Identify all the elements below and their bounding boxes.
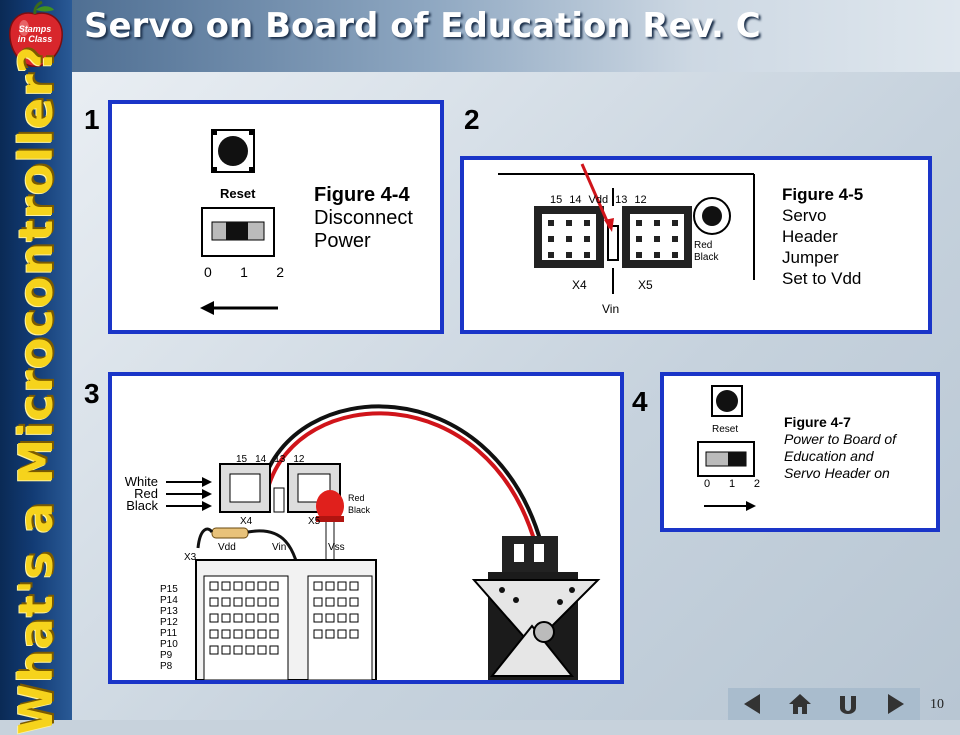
x4-label: X4 bbox=[240, 516, 253, 527]
servo-header-diagram bbox=[498, 163, 755, 294]
x5-label: X5 bbox=[308, 516, 321, 527]
reset-switch-diagram bbox=[200, 129, 278, 315]
vin-label: Vin bbox=[602, 302, 620, 316]
servo-wire-labels: White Red Black bbox=[124, 474, 158, 513]
slide-title: Servo on Board of Education Rev. C bbox=[84, 6, 761, 46]
x4-label: X4 bbox=[572, 278, 587, 292]
stamps-in-class-logo bbox=[9, 0, 63, 67]
reset-label: Reset bbox=[220, 186, 256, 201]
vdd-label: Vdd bbox=[218, 542, 236, 553]
figure-4-5-caption: Figure 4-5 Servo Header Jumper Set to Vd… bbox=[782, 185, 864, 288]
x5-label: X5 bbox=[638, 278, 653, 292]
side-title: What's a Microcontroller? bbox=[9, 45, 63, 735]
return-button[interactable] bbox=[832, 691, 864, 717]
previous-button[interactable] bbox=[736, 691, 768, 717]
power-switch-diagram bbox=[697, 385, 756, 511]
panel-number-4: 4 bbox=[632, 386, 648, 417]
panel-number-2: 2 bbox=[464, 104, 480, 135]
figure-title: Figure 4-4 bbox=[314, 184, 410, 206]
panel-number-3: 3 bbox=[84, 378, 100, 409]
next-icon bbox=[888, 694, 904, 714]
panel-number-1: 1 bbox=[84, 104, 100, 135]
return-icon bbox=[840, 696, 856, 714]
previous-icon bbox=[744, 694, 760, 714]
page-number: 10 bbox=[930, 697, 944, 712]
navigation-bar bbox=[728, 688, 920, 720]
pin-labels: P15 P14 P13 P12 P11 P10 P9 P8 bbox=[160, 584, 178, 672]
figure-title: Figure 4-5 bbox=[782, 185, 864, 204]
board-of-education-diagram bbox=[166, 404, 601, 680]
figure-title: Figure 4-7 bbox=[784, 414, 851, 430]
vss-label: Vss bbox=[328, 542, 345, 553]
x3-label: X3 bbox=[184, 552, 197, 563]
figure-4-7-caption: Figure 4-7 Power to Board of Education a… bbox=[784, 414, 897, 481]
next-button[interactable] bbox=[880, 691, 912, 717]
home-button[interactable] bbox=[784, 691, 816, 717]
vin-label: Vin bbox=[272, 542, 287, 553]
home-icon bbox=[789, 694, 811, 714]
reset-label: Reset bbox=[712, 424, 739, 435]
figure-4-4-caption: Figure 4-4 Disconnect Power bbox=[314, 184, 413, 252]
title-bar bbox=[72, 0, 960, 72]
